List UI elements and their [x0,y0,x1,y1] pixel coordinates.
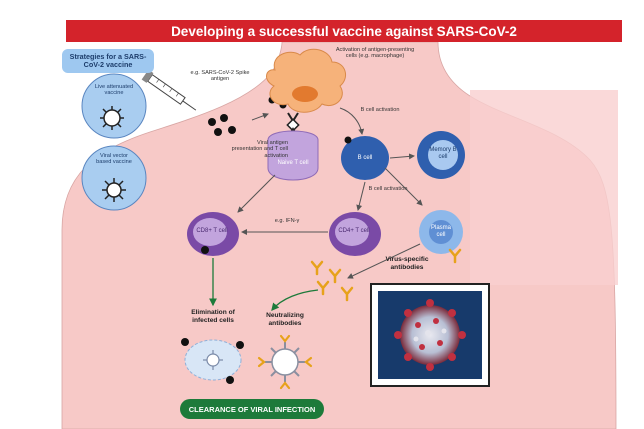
neutralized-virus-icon [257,334,313,390]
b-cell-activation-mid-label: B cell activation [368,186,408,192]
clearance-button: CLEARANCE OF VIRAL INFECTION [180,399,324,419]
apc-macrophage [266,48,347,113]
title-banner: Developing a successful vaccine against … [66,20,622,42]
apc-activation-label: Activation of antigen-presenting cells (… [335,47,415,60]
b-cell-activation-top-label: B cell activation [360,107,400,113]
mhc-receptor [286,112,300,138]
neutralizing-label: Neutralizing antibodies [266,312,304,327]
small-virus-icon [203,350,223,370]
shoulder-highlight [470,90,618,285]
antigen-presentation-label: Viral antigen presentation and T cell ac… [231,140,288,159]
strategy-vector-label: Viral vector based vaccine [96,153,132,166]
elimination-label: Elimination of infected cells [191,309,235,324]
viral-vector-icon [102,178,126,202]
killer-dots [181,246,244,384]
syringe-icon [141,69,197,111]
plasma-cell-label: Plasma cell [430,225,451,238]
cd4-t-cell-label: CD4+ T cell [338,228,370,234]
naive-t-cell-label: Naive T cell [277,160,309,166]
neutralize-arrow [271,289,319,311]
coronavirus-photo [378,291,482,379]
virus-specific-antibodies-label: Virus-specific antibodies [385,256,429,271]
strategy-circle-live [81,73,147,139]
spike-antigen-label: e.g. SARS-CoV-2 Spike antigen [190,70,250,83]
virus-icon [100,106,124,130]
virus-photo-frame [370,283,490,387]
b-cell [341,136,389,180]
antibody-icons [310,248,462,302]
ifn-gamma-label: e.g. IFN-γ [274,218,300,224]
strategies-label: Strategies for a SARS-CoV-2 vaccine [62,49,154,73]
flow-arrows [237,107,423,279]
cd8-t-cell-label: CD8+ T cell [196,228,228,234]
b-cell-label: B cell [357,155,373,161]
strategy-live-label: Live attenuated vaccine [94,84,134,97]
memory-b-cell-label: Memory B cell [429,147,457,160]
